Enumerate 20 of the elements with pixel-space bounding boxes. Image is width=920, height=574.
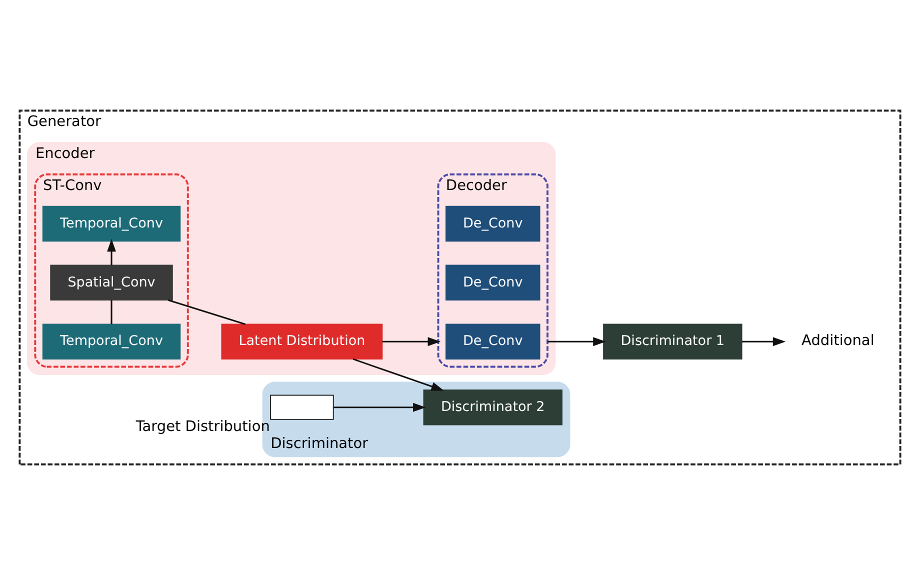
arrow — [382, 336, 441, 346]
node-box: Discriminator 2 — [423, 388, 562, 425]
node-box: De_Conv — [446, 323, 540, 360]
arrow — [352, 358, 444, 390]
arrow — [547, 336, 606, 346]
node-box: Temporal_Conv — [42, 205, 181, 242]
node-box: De_Conv — [446, 264, 540, 300]
node-box — [270, 394, 334, 420]
node-box: Latent Distribution — [221, 323, 383, 360]
connector — [110, 300, 112, 324]
arrow — [742, 336, 786, 346]
arrow — [107, 238, 116, 265]
node-text: Additional — [802, 332, 874, 349]
connector — [168, 298, 246, 324]
node-label: Target Distribution — [136, 418, 270, 435]
arrow — [334, 402, 426, 412]
node-box: Discriminator 1 — [603, 323, 742, 360]
node-box: Spatial_Conv — [50, 264, 173, 300]
node-box: De_Conv — [446, 205, 540, 242]
node-box: Temporal_Conv — [42, 323, 181, 360]
